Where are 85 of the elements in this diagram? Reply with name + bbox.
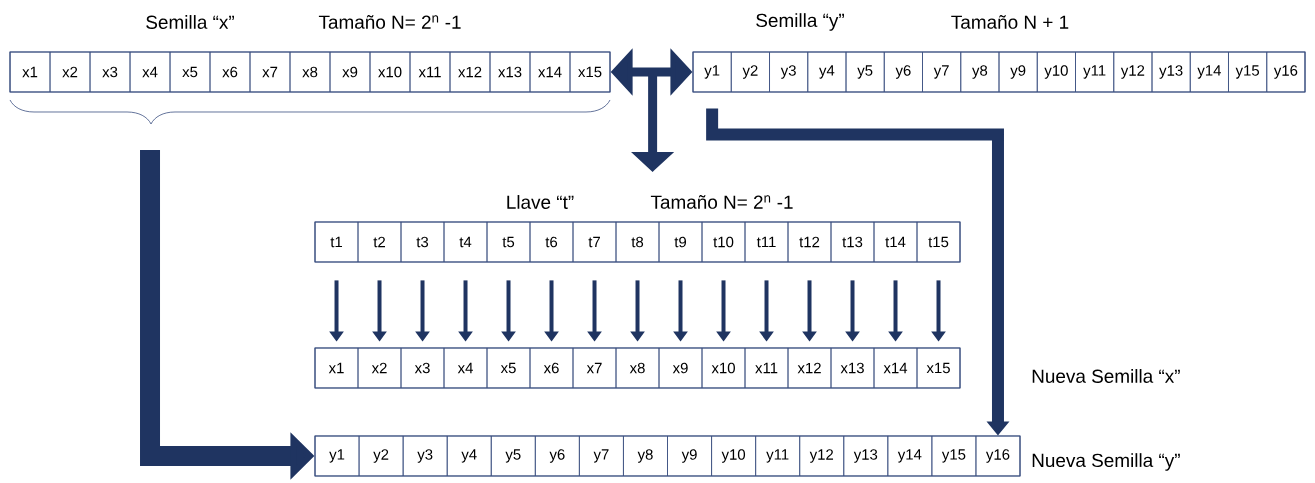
array-cell: y8 — [623, 435, 668, 477]
array-cell: t12 — [787, 221, 832, 263]
array-cell: y11 — [755, 435, 801, 477]
array-cell: x14 — [529, 51, 571, 93]
array-cell: t1 — [314, 221, 359, 263]
array-cell: t9 — [658, 221, 703, 263]
array-cell: x13 — [830, 347, 875, 389]
array-cell: x15 — [916, 347, 961, 389]
array-cell: t3 — [400, 221, 445, 263]
array-cell: t11 — [744, 221, 789, 263]
array-cell: x9 — [658, 347, 703, 389]
array-cell: y16 — [975, 435, 1021, 477]
array-cell: x7 — [249, 51, 291, 93]
array-cell: x4 — [443, 347, 488, 389]
array-cell: y13 — [843, 435, 889, 477]
array-cell: x14 — [873, 347, 918, 389]
heading: Semilla “x” — [146, 15, 234, 29]
array-cell: y3 — [769, 51, 809, 93]
array-cell: t5 — [486, 221, 531, 263]
array-cell: y10 — [711, 435, 757, 477]
array-cell: y9 — [998, 51, 1038, 93]
array-cell: y7 — [579, 435, 624, 477]
array-cell: y4 — [446, 435, 492, 477]
array-cell: y12 — [1113, 51, 1153, 93]
array-cell: x6 — [209, 51, 251, 93]
array-cell: x15 — [569, 51, 611, 93]
array-cell: y15 — [1228, 51, 1268, 93]
array-cell: x10 — [369, 51, 411, 93]
array-cell: x6 — [529, 347, 574, 389]
array-cell: t4 — [443, 221, 488, 263]
array-cell: x4 — [129, 51, 171, 93]
array-cell: t13 — [830, 221, 875, 263]
array-cell: x9 — [329, 51, 371, 93]
array-cell: x3 — [89, 51, 131, 93]
array-cell: y6 — [883, 51, 923, 93]
array-cell: y4 — [807, 51, 847, 93]
array-cell: y2 — [358, 435, 404, 477]
array-cell: y1 — [314, 435, 360, 477]
array-cell: x12 — [787, 347, 832, 389]
array-cell: y5 — [845, 51, 885, 93]
heading: Tamaño N= 2$^{n}$ -1 — [318, 15, 461, 29]
array-cell: y16 — [1266, 51, 1306, 93]
array-cell: x7 — [572, 347, 617, 389]
array-cell: x3 — [400, 347, 445, 389]
array-cell: t15 — [916, 221, 961, 263]
array-cell: y11 — [1075, 51, 1115, 93]
array-cell: x5 — [169, 51, 211, 93]
array-cell: x2 — [357, 347, 402, 389]
array-cell: x11 — [744, 347, 789, 389]
heading: Tamaño N + 1 — [951, 15, 1069, 29]
array-cell: t7 — [572, 221, 617, 263]
array-cell: y13 — [1151, 51, 1191, 93]
array-cell: y6 — [534, 435, 580, 477]
array-cell: t8 — [615, 221, 660, 263]
array-cell: t14 — [873, 221, 918, 263]
array-cell: y1 — [692, 51, 732, 93]
array-cell: y9 — [667, 435, 712, 477]
array-cell: x8 — [289, 51, 331, 93]
heading: Nueva Semilla “x” — [1032, 369, 1180, 383]
array-cell: x5 — [486, 347, 531, 389]
heading: Tamaño N= 2$^{n}$ -1 — [650, 195, 793, 209]
array-cell: t6 — [529, 221, 574, 263]
array-cell: y7 — [922, 51, 962, 93]
array-cell: y5 — [490, 435, 536, 477]
heading: Llave “t” — [507, 195, 574, 209]
array-cell: x8 — [615, 347, 660, 389]
heading: Nueva Semilla “y” — [1032, 453, 1180, 471]
array-cell: y12 — [799, 435, 845, 477]
heading: Semilla “y” — [756, 13, 844, 31]
array-cell: x11 — [409, 51, 451, 93]
array-cell: y3 — [402, 435, 448, 477]
array-cell: t10 — [701, 221, 746, 263]
array-cell: x12 — [449, 51, 491, 93]
array-cell: y10 — [1036, 51, 1076, 93]
array-cell: y14 — [1189, 51, 1229, 93]
array-cell: t2 — [357, 221, 402, 263]
array-cell: y14 — [887, 435, 933, 477]
array-cell: y15 — [931, 435, 977, 477]
array-cell: x13 — [489, 51, 531, 93]
array-cell: y8 — [960, 51, 1000, 93]
array-cell: x1 — [314, 347, 359, 389]
array-cell: y2 — [730, 51, 770, 93]
array-cell: x1 — [9, 51, 51, 93]
array-cell: x10 — [701, 347, 746, 389]
array-cell: x2 — [49, 51, 91, 93]
